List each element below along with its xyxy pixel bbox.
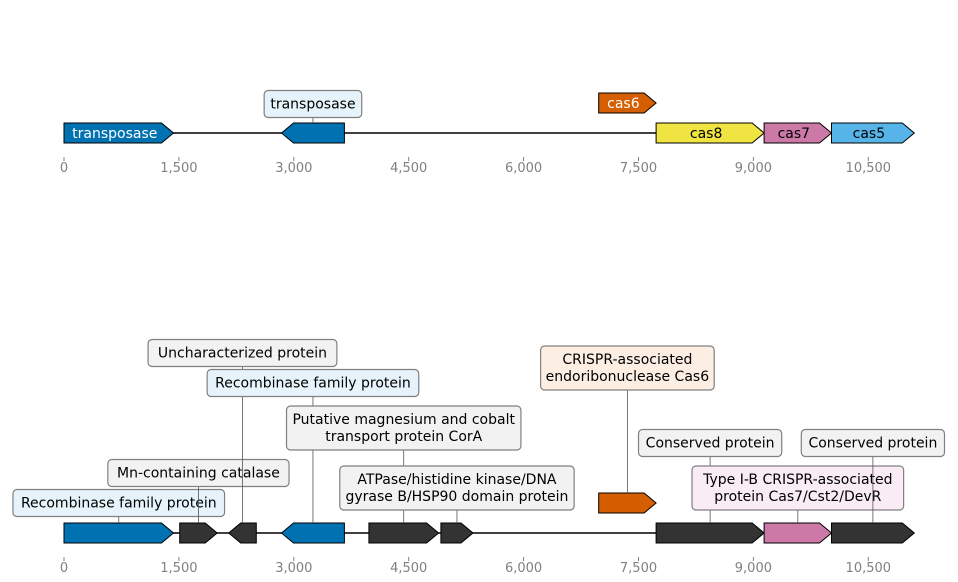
callout-box (147, 338, 338, 368)
gene-label: cas6 (607, 96, 640, 112)
callout-box (107, 458, 290, 488)
gene-arrow (831, 122, 916, 144)
callout-box (339, 465, 575, 511)
track-top-tick-label: 0 (60, 161, 68, 176)
gene-arrow (655, 522, 765, 544)
track-bottom-tick-label: 6,000 (505, 561, 542, 576)
callout-text: transposase (270, 97, 355, 113)
callout-text: Conserved protein (646, 436, 775, 452)
track-bottom-tick-label: 7,500 (620, 561, 657, 576)
callout-box (12, 488, 226, 518)
gene-label: cas5 (853, 126, 885, 142)
track-top-tick-label: 1,500 (160, 161, 197, 176)
track-top-tick-label: 7,500 (620, 161, 657, 176)
callout-text: ATPase/histidine kinase/DNA (357, 472, 557, 488)
track-top-tick-label: 10,500 (846, 161, 892, 176)
gene-arrow (763, 122, 833, 144)
gene-arrow (227, 522, 257, 544)
callout-text: Uncharacterized protein (158, 346, 327, 362)
callout-text: Putative magnesium and cobalt (292, 412, 515, 428)
callout-box (637, 428, 783, 458)
gene-arrow (179, 522, 218, 544)
gene-arrow (280, 122, 345, 144)
track-bottom-tick-label: 1,500 (160, 561, 197, 576)
gene-arrow (280, 522, 345, 544)
gene-arrow (655, 122, 765, 144)
gene-arrow (63, 522, 175, 544)
callout-box (285, 405, 522, 451)
track-top-tick-label: 4,500 (390, 161, 427, 176)
callout-text: Type I-B CRISPR-associated (702, 472, 892, 488)
track-top-tick-label: 9,000 (735, 161, 772, 176)
callout-text: endoribonuclease Cas6 (546, 369, 710, 385)
callout-text: transport protein CorA (325, 429, 482, 445)
callout-text: Recombinase family protein (21, 496, 217, 512)
track-bottom-tick-label: 10,500 (846, 561, 892, 576)
track-top-tick-label: 6,000 (505, 161, 542, 176)
gene-label: cas8 (690, 126, 722, 142)
callout-text: Conserved protein (808, 436, 937, 452)
callout-box (691, 465, 905, 511)
track-bottom-tick-label: 0 (60, 561, 68, 576)
gene-arrow (763, 522, 833, 544)
callout-text: gyrase B/HSP90 domain protein (345, 489, 568, 505)
gene-arrow (440, 522, 474, 544)
track-bottom-tick-label: 3,000 (275, 561, 312, 576)
gene-label: transposase (72, 126, 157, 142)
track-bottom-tick-label: 9,000 (735, 561, 772, 576)
gene-label: cas7 (778, 126, 810, 142)
callout-box (263, 89, 363, 119)
callout-box (800, 428, 946, 458)
gene-arrow (368, 522, 440, 544)
gene-arrow (598, 492, 657, 514)
gene-arrow (598, 92, 657, 114)
callout-box (539, 345, 715, 391)
gene-arrow (831, 522, 916, 544)
callout-text: Mn-containing catalase (117, 466, 280, 482)
callout-text: Recombinase family protein (215, 376, 411, 392)
callout-text: CRISPR-associated (562, 352, 692, 368)
track-bottom-tick-label: 4,500 (390, 561, 427, 576)
track-top-tick-label: 3,000 (275, 161, 312, 176)
callout-box (206, 368, 420, 398)
callout-text: protein Cas7/Cst2/DevR (714, 489, 881, 505)
gene-arrow (63, 122, 175, 144)
